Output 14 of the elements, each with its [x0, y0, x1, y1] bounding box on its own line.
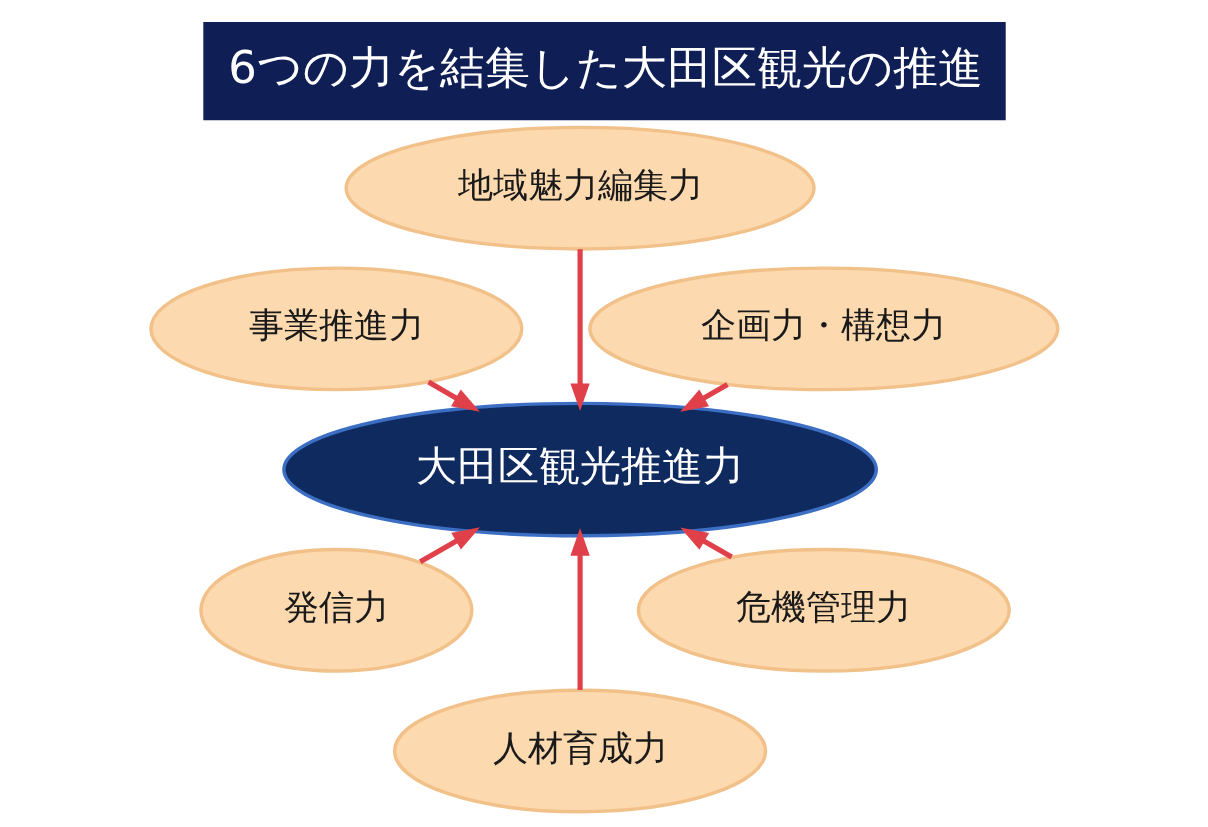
- node-ellipse: 発信力: [198, 547, 473, 673]
- node-ellipse: 事業推進力: [148, 266, 524, 392]
- arrow: [679, 382, 729, 412]
- node-ellipse: 大田区観光推進力: [281, 401, 878, 538]
- arrow: [426, 379, 480, 412]
- node-ellipse: 危機管理力: [636, 547, 1011, 673]
- arrow: [569, 528, 590, 690]
- arrow: [569, 249, 590, 412]
- node-ellipse: 人材育成力: [392, 688, 767, 814]
- node-ellipse: 地域魅力編集力: [344, 125, 816, 251]
- diagram-title: 6つの力を結集した大田区観光の推進: [227, 40, 983, 94]
- arrow: [418, 527, 480, 565]
- arrow: [679, 527, 733, 560]
- node-ellipse: 企画力・構想力: [587, 266, 1059, 392]
